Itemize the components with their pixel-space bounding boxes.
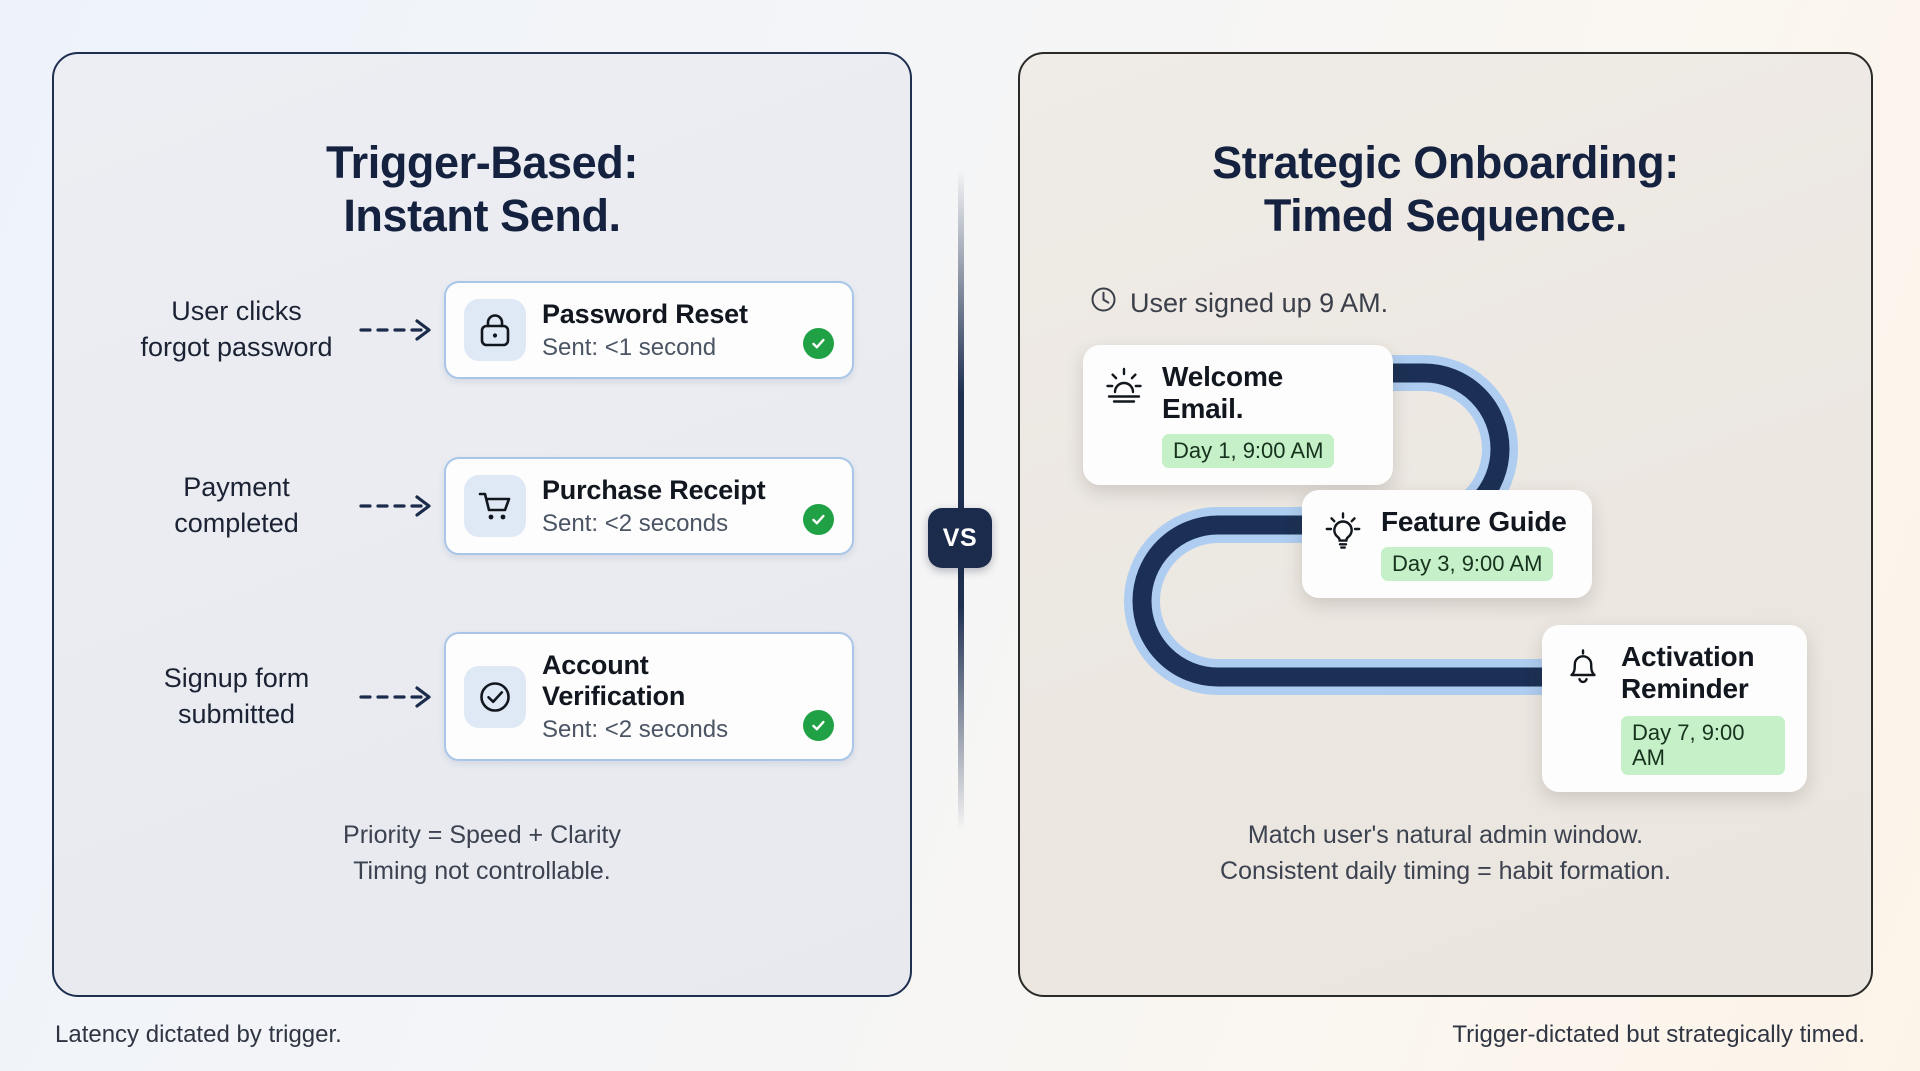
left-caption: Latency dictated by trigger. <box>55 1021 342 1048</box>
timeline-card-title: Feature Guide <box>1381 506 1567 537</box>
right-panel-footnote: Match user's natural admin window. Consi… <box>1020 818 1871 889</box>
trigger-label-line1: User clicks <box>171 296 302 327</box>
clock-icon <box>1090 286 1117 320</box>
email-card-body: Purchase Receipt Sent: <2 seconds <box>542 475 787 537</box>
timeline-card[interactable]: Activation Reminder Day 7, 9:00 AM <box>1542 625 1807 792</box>
left-panel-title-line1: Trigger-Based: <box>326 137 638 189</box>
timeline-card-title: Activation Reminder <box>1621 641 1755 704</box>
left-footnote-line2: Timing not controllable. <box>353 856 611 885</box>
lock-icon <box>464 299 526 362</box>
timeline-card-body: Activation Reminder Day 7, 9:00 AM <box>1621 641 1785 775</box>
email-card[interactable]: Purchase Receipt Sent: <2 seconds <box>444 457 854 556</box>
trigger-label: Signup form submitted <box>114 661 359 733</box>
right-caption: Trigger-dictated but strategically timed… <box>1452 1021 1865 1048</box>
sunrise-icon <box>1101 361 1147 407</box>
signup-note-text: User signed up 9 AM. <box>1130 287 1389 318</box>
trigger-based-panel: Trigger-Based: Instant Send. User clicks… <box>52 52 912 997</box>
email-card[interactable]: Password Reset Sent: <1 second <box>444 281 854 380</box>
email-card-subtitle: Sent: <2 seconds <box>542 510 729 538</box>
timeline-card[interactable]: Welcome Email. Day 1, 9:00 AM <box>1083 345 1393 485</box>
trigger-label-line1: Signup form <box>163 662 310 693</box>
email-card-title: Purchase Receipt <box>542 475 766 505</box>
right-panel-title: Strategic Onboarding: Timed Sequence. <box>1020 137 1871 241</box>
vs-divider-line <box>958 170 964 830</box>
trigger-label: User clicks forgot password <box>114 294 359 366</box>
trigger-row: User clicks forgot password Password Res… <box>114 281 859 380</box>
timeline-card-body: Feature Guide Day 3, 9:00 AM <box>1381 506 1567 581</box>
check-circle-icon <box>803 328 834 360</box>
signup-note: User signed up 9 AM. <box>1090 286 1388 320</box>
bell-icon <box>1560 641 1606 687</box>
check-circle-icon <box>803 710 834 742</box>
vs-badge: VS <box>928 508 992 568</box>
email-card-subtitle: Sent: <1 second <box>542 334 717 362</box>
trigger-label-line2: forgot password <box>140 332 333 363</box>
timeline-card[interactable]: Feature Guide Day 3, 9:00 AM <box>1302 490 1592 598</box>
left-footnote-line1: Priority = Speed + Clarity <box>343 821 621 849</box>
email-card[interactable]: Account Verification Sent: <2 seconds <box>444 632 854 762</box>
trigger-label-line2: submitted <box>177 698 296 729</box>
trigger-label-line1: Payment <box>183 472 290 503</box>
email-card-body: Account Verification Sent: <2 seconds <box>542 650 787 743</box>
timeline-card-title: Welcome Email. <box>1162 361 1284 424</box>
trigger-row: Signup form submitted Account Verificati… <box>114 632 859 762</box>
email-card-title: Account Verification <box>542 650 686 712</box>
timeline-card-day-badge: Day 3, 9:00 AM <box>1381 546 1554 581</box>
right-panel-title-line2: Timed Sequence. <box>1263 189 1628 241</box>
timeline-card-day-badge: Day 7, 9:00 AM <box>1621 715 1785 775</box>
timeline-card-day-badge: Day 1, 9:00 AM <box>1162 433 1335 468</box>
dashed-arrow-icon <box>359 317 444 343</box>
check-circle-outline-icon <box>464 665 526 728</box>
trigger-label: Payment completed <box>114 470 359 542</box>
email-card-subtitle: Sent: <2 seconds <box>542 716 729 744</box>
shopping-cart-icon <box>464 475 526 538</box>
email-card-body: Password Reset Sent: <1 second <box>542 299 787 361</box>
check-circle-icon <box>803 504 834 536</box>
lightbulb-icon <box>1320 506 1366 552</box>
right-footnote-line1: Match user's natural admin window. <box>1247 821 1644 849</box>
email-card-title: Password Reset <box>542 299 748 329</box>
right-panel-title-line1: Strategic Onboarding: <box>1212 137 1679 189</box>
left-panel-title: Trigger-Based: Instant Send. <box>54 137 910 241</box>
right-footnote-line2: Consistent daily timing = habit formatio… <box>1220 856 1671 885</box>
left-panel-title-line2: Instant Send. <box>343 189 621 241</box>
left-panel-footnote: Priority = Speed + Clarity Timing not co… <box>54 818 910 889</box>
trigger-row: Payment completed Purchase Receipt Sent:… <box>114 457 859 556</box>
trigger-label-line2: completed <box>174 508 299 539</box>
dashed-arrow-icon <box>359 684 444 710</box>
timeline-card-body: Welcome Email. Day 1, 9:00 AM <box>1162 361 1371 468</box>
dashed-arrow-icon <box>359 493 444 519</box>
